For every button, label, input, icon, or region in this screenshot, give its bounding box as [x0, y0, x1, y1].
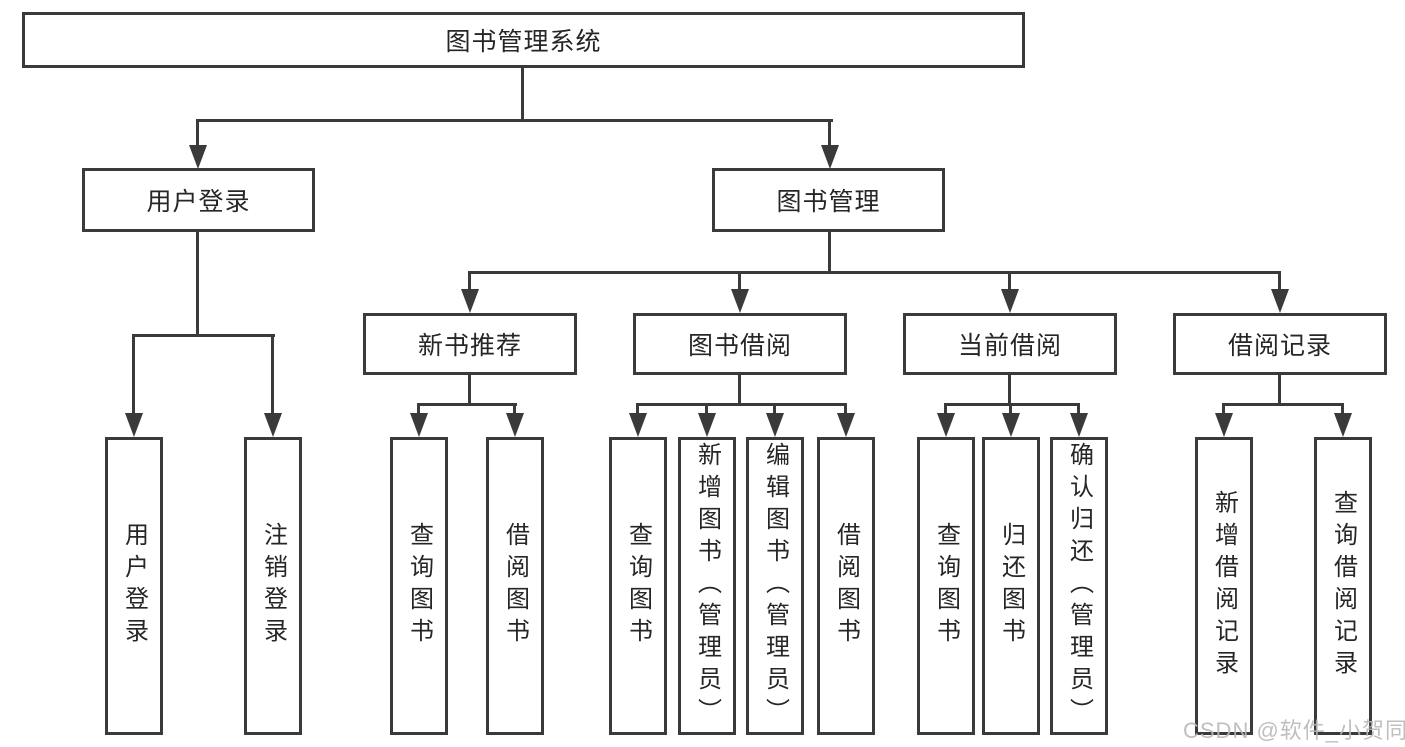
- connector-to-leaf: [705, 403, 708, 415]
- connector-to-leaf: [1009, 403, 1012, 415]
- connector-book-borrow-rail: [636, 403, 847, 406]
- arrowhead-down-icon: [461, 289, 479, 313]
- connector-to-leaf: [417, 403, 420, 415]
- leaf-borrow-books-borrow: 借阅图书: [817, 437, 875, 735]
- connector-book-borrow-stem: [738, 375, 741, 406]
- arrowhead-down-icon: [731, 289, 749, 313]
- arrowhead-down-icon: [410, 413, 428, 437]
- connector-to-user-login: [196, 119, 199, 147]
- connector-to-leaf: [513, 403, 516, 415]
- leaf-return-books: 归还图书: [982, 437, 1040, 735]
- node-user-login: 用户登录: [82, 168, 315, 232]
- arrowhead-down-icon: [1271, 289, 1289, 313]
- leaf-query-books-recommend: 查询图书: [390, 437, 448, 735]
- node-library-management-system: 图书管理系统: [22, 12, 1025, 68]
- connector-borrow-records-rail: [1222, 403, 1344, 406]
- connector-to-borrow-records: [1278, 271, 1281, 293]
- connector-user-login-rail: [132, 334, 275, 337]
- leaf-query-borrow-record: 查询借阅记录: [1314, 437, 1372, 735]
- connector-new-book-stem: [468, 375, 471, 406]
- arrowhead-down-icon: [1215, 413, 1233, 437]
- arrowhead-down-icon: [821, 145, 839, 169]
- arrowhead-down-icon: [937, 413, 955, 437]
- arrowhead-down-icon: [1001, 289, 1019, 313]
- connector-book-management-stem: [828, 232, 831, 274]
- arrowhead-down-icon: [1334, 413, 1352, 437]
- leaf-confirm-return-admin: 确认归还（管理员）: [1050, 437, 1108, 735]
- connector-current-borrow-stem: [1008, 375, 1011, 406]
- arrowhead-down-icon: [1070, 413, 1088, 437]
- connector-to-book-borrow: [738, 271, 741, 293]
- connector-to-leaf: [844, 403, 847, 415]
- arrowhead-down-icon: [1002, 413, 1020, 437]
- arrowhead-down-icon: [125, 413, 143, 437]
- leaf-add-borrow-record: 新增借阅记录: [1195, 437, 1253, 735]
- connector-borrow-records-stem: [1278, 375, 1281, 406]
- leaf-borrow-books-recommend: 借阅图书: [486, 437, 544, 735]
- leaf-user-login: 用户登录: [105, 437, 163, 735]
- connector-to-leaf-logout: [271, 334, 274, 416]
- leaf-query-books-borrow: 查询图书: [609, 437, 667, 735]
- connector-new-book-rail: [417, 403, 517, 406]
- node-current-borrow: 当前借阅: [903, 313, 1117, 375]
- connector-user-login-stem: [196, 232, 199, 337]
- connector-to-leaf: [636, 403, 639, 415]
- leaf-query-books-current: 查询图书: [917, 437, 975, 735]
- connector-to-current-borrow: [1008, 271, 1011, 293]
- leaf-add-books-admin: 新增图书（管理员）: [678, 437, 736, 735]
- connector-to-new-book-recommend: [468, 271, 471, 293]
- node-new-book-recommend: 新书推荐: [363, 313, 577, 375]
- arrowhead-down-icon: [506, 413, 524, 437]
- arrowhead-down-icon: [837, 413, 855, 437]
- connector-current-borrow-rail: [944, 403, 1080, 406]
- arrowhead-down-icon: [629, 413, 647, 437]
- arrowhead-down-icon: [264, 413, 282, 437]
- connector-to-leaf: [1222, 403, 1225, 415]
- arrowhead-down-icon: [766, 413, 784, 437]
- connector-root-stem: [521, 68, 524, 121]
- node-book-borrow: 图书借阅: [633, 313, 847, 375]
- connector-to-leaf: [1077, 403, 1080, 415]
- connector-to-leaf: [944, 403, 947, 415]
- connector-to-leaf: [1341, 403, 1344, 415]
- connector-to-book-management: [828, 119, 831, 147]
- connector-level2-rail: [197, 119, 833, 122]
- connector-level3-rail: [468, 271, 1281, 274]
- connector-to-leaf: [773, 403, 776, 415]
- arrowhead-down-icon: [189, 145, 207, 169]
- csdn-watermark: CSDN @软件_小贺同学: [1183, 718, 1405, 743]
- connector-to-leaf-user-login: [132, 334, 135, 416]
- node-book-management: 图书管理: [712, 168, 945, 232]
- arrowhead-down-icon: [698, 413, 716, 437]
- leaf-logout-login: 注销登录: [244, 437, 302, 735]
- leaf-edit-books-admin: 编辑图书（管理员）: [746, 437, 804, 735]
- node-borrow-records: 借阅记录: [1173, 313, 1387, 375]
